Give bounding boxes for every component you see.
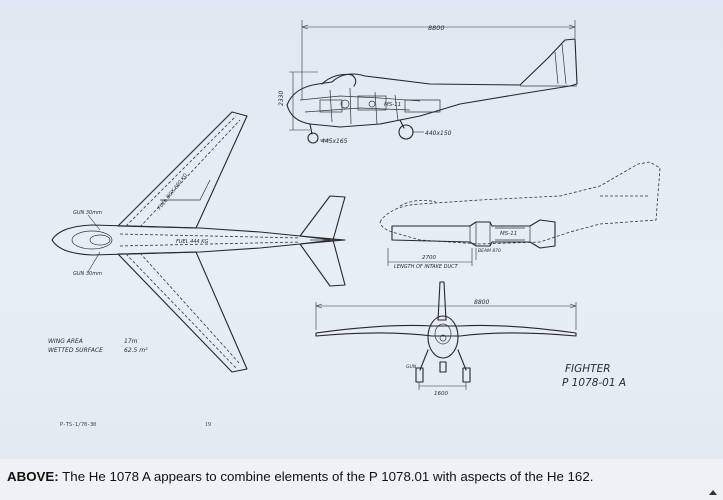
length-dimension-label: 8800 [428, 24, 445, 32]
caption-band [0, 459, 723, 500]
outline-engine-label: MS-11 [500, 231, 517, 237]
beam-label: BEAM 870 [478, 248, 501, 254]
wetted-surface-value: 62.5 m² [124, 347, 148, 354]
page-number: 19 [205, 422, 211, 428]
plan-view: GUN 30mm GUN 30mm FUEL BOX 660 KG FUEL 4… [48, 111, 346, 373]
figure-caption: ABOVE: The He 1078 A appears to combine … [7, 469, 723, 484]
front-view: 8800 1600 GUN [315, 281, 577, 397]
title-line-2: P 1078-01 A [562, 377, 626, 389]
outline-side-view: MS-11 BEAM 870 2700 LENGTH OF INTAKE DUC… [379, 161, 661, 270]
intake-length-label: LENGTH OF INTAKE DUCT [394, 264, 459, 270]
wetted-surface-label: WETTED SURFACE [48, 347, 103, 354]
wing-area-label: WING AREA [48, 338, 83, 345]
caption-text: The He 1078 A appears to combine element… [58, 469, 594, 484]
wing-fuel-label: FUEL BOX 660 KG [157, 172, 189, 211]
span-dimension-label: 8800 [474, 299, 489, 306]
front-gun-label: GUN [406, 364, 417, 370]
title-block: FIGHTER P 1078-01 A [562, 363, 626, 389]
page-reference: P-TS-1/70-30 [60, 422, 96, 428]
upper-gun-label: GUN 30mm [73, 210, 102, 216]
title-line-1: FIGHTER [565, 363, 611, 375]
height-dimension-label: 2330 [278, 91, 285, 106]
intake-length-dimension: 2700 [422, 255, 436, 261]
track-dimension-label: 1600 [434, 391, 448, 397]
nose-wheel-size-label: 440x150 [425, 130, 452, 137]
wing-area-value: 17m [124, 338, 138, 345]
main-wheel-size-label: 445x165 [321, 138, 348, 145]
fuselage-fuel-label: FUEL 444 KG [176, 239, 208, 245]
lower-gun-label: GUN 30mm [73, 271, 102, 277]
scroll-up-arrow-icon[interactable] [709, 490, 717, 495]
side-profile-cutaway: 8800 2330 445x165 440x150 MS-11 [278, 20, 578, 145]
caption-lead: ABOVE: [7, 469, 59, 484]
side-engine-label: MS-11 [384, 102, 401, 108]
